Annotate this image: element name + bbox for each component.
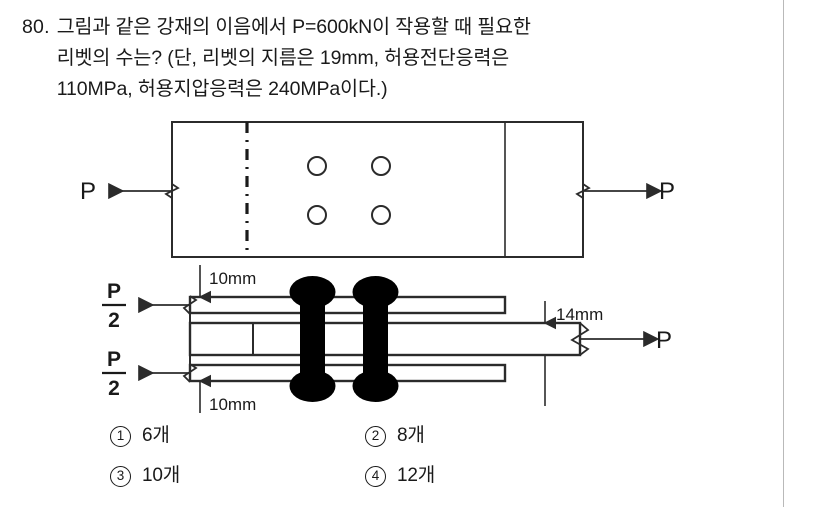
riveted-joint-figure: P P	[0, 108, 783, 420]
section-left-lower-force-numerator: P	[107, 348, 121, 371]
question-line-3: 110MPa, 허용지압응력은 240MPa이다.)	[56, 78, 388, 100]
plan-rivet-hole	[371, 156, 391, 176]
section-left-upper-force-numerator: P	[107, 280, 121, 303]
question-text: 그림과 같은 강재의 이음에서 P=600kN이 작용할 때 필요한 리벳의 수…	[57, 12, 721, 105]
dimension-label-top-thickness: 10mm	[209, 269, 256, 288]
choice-label-4: 12개	[397, 465, 436, 486]
section-left-lower-break-symbol	[182, 363, 198, 383]
section-left-upper-break-symbol	[182, 295, 198, 315]
plan-left-force-label: P	[80, 178, 96, 205]
choice-marker-2: 2	[365, 425, 386, 447]
plan-view: P P	[80, 121, 675, 258]
section-right-force-label: P	[656, 327, 672, 354]
plan-plate-outline	[171, 121, 584, 258]
page-margin-rule	[783, 0, 784, 507]
choice-2[interactable]: 2 8개	[365, 424, 425, 448]
choice-label-3: 10개	[142, 465, 181, 486]
question-number: 80.	[22, 16, 50, 38]
section-view: P 2 P 2 P 10mm 10mm	[102, 265, 672, 414]
question-block: 80. 그림과 같은 강재의 이음에서 P=600kN이 작용할 때 필요한 리…	[22, 12, 762, 105]
choice-row-2: 3 10개 4 12개	[0, 464, 783, 504]
section-left-lower-force-denominator: 2	[108, 377, 120, 400]
dimension-label-main-thickness: 14mm	[556, 305, 603, 324]
section-left-upper-force-denominator: 2	[108, 309, 120, 332]
plan-rivet-hole	[307, 205, 327, 225]
choice-marker-3: 3	[110, 465, 131, 487]
choice-4[interactable]: 4 12개	[365, 464, 435, 488]
question-row: 80. 그림과 같은 강재의 이음에서 P=600kN이 작용할 때 필요한 리…	[22, 12, 762, 105]
choice-1[interactable]: 1 6개	[110, 424, 170, 448]
section-rivet	[352, 276, 399, 402]
section-bottom-cover-plate	[188, 363, 507, 383]
plan-right-break-symbol	[575, 183, 591, 199]
dimension-label-bottom-thickness: 10mm	[209, 395, 256, 414]
choice-row-1: 1 6개 2 8개	[0, 424, 783, 464]
choice-label-2: 8개	[397, 425, 425, 446]
plan-left-break-symbol	[164, 183, 180, 199]
answer-choices: 1 6개 2 8개 3 10개 4 12개	[0, 424, 783, 504]
choice-marker-4: 4	[365, 465, 386, 487]
choice-label-1: 6개	[142, 425, 170, 446]
section-rivet	[289, 276, 336, 402]
plan-rivet-hole	[307, 156, 327, 176]
section-right-break-symbol	[570, 322, 590, 356]
plan-right-force-label: P	[659, 178, 675, 205]
section-top-cover-plate	[188, 295, 507, 315]
question-line-1: 그림과 같은 강재의 이음에서 P=600kN이 작용할 때 필요한	[56, 16, 531, 38]
figure-svg: P P	[80, 121, 675, 414]
plan-rivet-hole	[371, 205, 391, 225]
choice-3[interactable]: 3 10개	[110, 464, 180, 488]
question-line-2: 리벳의 수는? (단, 리벳의 지름은 19mm, 허용전단응력은	[56, 47, 510, 69]
choice-marker-1: 1	[110, 425, 131, 447]
